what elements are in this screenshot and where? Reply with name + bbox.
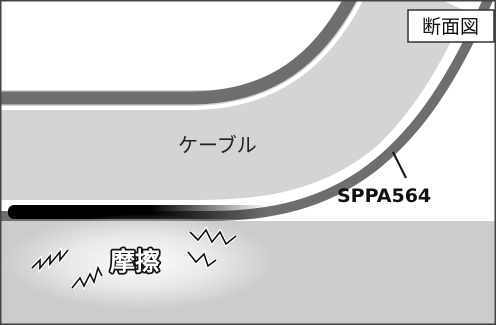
cable xyxy=(0,0,470,200)
friction-marks-outline xyxy=(31,228,237,289)
cable-top-band xyxy=(0,0,358,105)
view-label: 断面図 xyxy=(422,16,479,38)
friction-label: 摩擦 xyxy=(110,247,160,276)
cable-label: ケーブル xyxy=(178,133,257,157)
contact-shadow xyxy=(8,205,268,219)
product-label: SPPA564 xyxy=(337,185,431,207)
view-label-tag xyxy=(407,9,495,43)
cable-body xyxy=(0,0,470,200)
cable-top-gap xyxy=(0,0,364,110)
product-leader-line xyxy=(392,151,407,179)
